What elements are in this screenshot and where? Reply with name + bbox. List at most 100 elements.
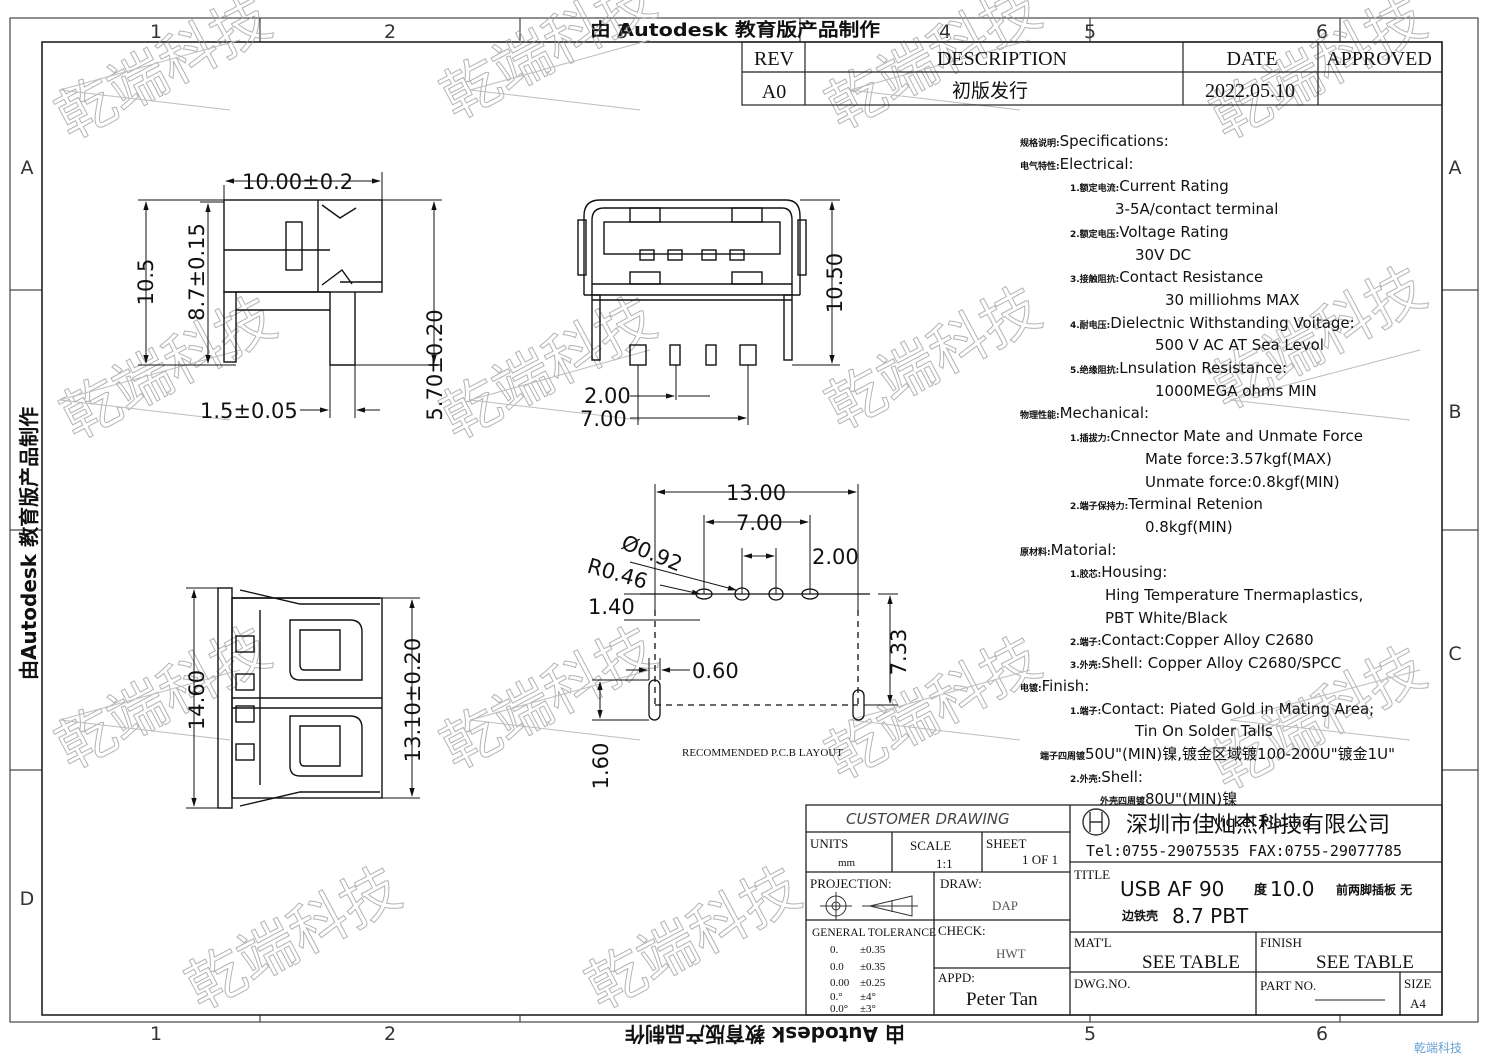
spec-line-en: Specifications: — [1059, 132, 1169, 150]
spec-line-en: 1000MEGA ohms MIN — [1155, 381, 1317, 400]
appd-label: APPD: — [938, 970, 975, 985]
spec-line: 1000MEGA ohms MIN — [1020, 382, 1460, 405]
spec-line-en: 500 V AC AT Sea Levol — [1155, 336, 1324, 355]
spec-line-cn: 原材料: — [1020, 547, 1051, 558]
watermark-7: 乾端科技 — [815, 273, 1052, 442]
spec-line-cn: 3.接触阻抗: — [1070, 275, 1120, 286]
spec-line-en: 0.8kgf(MIN) — [1145, 517, 1233, 536]
autodesk-watermark-bottom: 由 Autodesk 教育版产品制作 — [625, 1022, 905, 1046]
dim-side-pin-thickness: 1.5±0.05 — [200, 399, 298, 423]
spec-line-cn: 1.胶芯: — [1070, 570, 1102, 581]
spec-line-en: Lnsulation Resistance: — [1119, 359, 1288, 378]
tolerance-val-1: ±0.35 — [860, 944, 886, 956]
company-name: 深圳市佳灿杰科技有限公司 — [1126, 813, 1390, 838]
pcb-labels: 13.00 7.00 2.00 Ø0.92 R0.46 1.40 0.60 7.… — [585, 481, 911, 789]
front-view-dimensions — [630, 199, 840, 425]
check-label: CHECK: — [938, 923, 986, 938]
spec-line-en: Hing Temperature Tnermaplastics, — [1105, 586, 1364, 605]
spec-line-cn: 2.外壳: — [1070, 774, 1102, 785]
tolerance-val-5: ±3° — [860, 1003, 876, 1015]
dim-pcb-slot-length: 1.60 — [589, 743, 613, 790]
check-value: HWT — [996, 946, 1026, 961]
dim-pcb-slot-width: 0.60 — [692, 659, 739, 683]
spec-line: 端子四周镀50U"(MIN)镍,镀金区域镀100-200U"镀金1U" — [1020, 745, 1460, 768]
dwgno-label: DWG.NO. — [1074, 976, 1130, 991]
watermark-11: 乾端科技 — [815, 623, 1052, 792]
rev-header: REV — [754, 48, 795, 70]
size-label: SIZE — [1404, 976, 1432, 991]
watermark-2: 乾端科技 — [430, 0, 667, 132]
tolerance-key-3: 0.00 — [830, 977, 850, 989]
dim-side-width: 10.00±0.2 — [242, 170, 353, 194]
spec-line-cn: 5.绝缘阻抗: — [1070, 366, 1120, 377]
col-label-1: 1 — [150, 21, 162, 43]
col-label-6: 6 — [1316, 21, 1328, 43]
spec-line: Mate force:3.57kgf(MAX) — [1020, 450, 1460, 473]
tolerance-val-3: ±0.25 — [860, 977, 886, 989]
spec-line-en: 50U"(MIN)镍,镀金区域镀100-200U"镀金1U" — [1085, 744, 1396, 763]
row-label-a: A — [21, 157, 34, 179]
title-line1-b: 度 — [1254, 882, 1268, 898]
revision-table — [741, 41, 1443, 106]
spec-line-en: Contact Resistance — [1119, 268, 1264, 287]
date-header: DATE — [1226, 48, 1277, 70]
spec-line: Hing Temperature Tnermaplastics, — [1020, 586, 1460, 609]
units-value: mm — [838, 857, 856, 869]
bottom-view — [217, 587, 383, 809]
finish-label: FINISH — [1260, 935, 1302, 950]
tolerance-key-1: 0. — [830, 944, 839, 956]
spec-line-en: Housing: — [1101, 563, 1168, 582]
watermark-6: 乾端科技 — [430, 283, 667, 452]
spec-line-en: Finish: — [1041, 676, 1090, 695]
spec-line: 规格说明:Specifications: — [1020, 132, 1460, 155]
specifications-list: 规格说明:Specifications:电气特性:Electrical:1.额定… — [1020, 132, 1460, 836]
spec-line-cn: 外壳四周镀 — [1100, 797, 1146, 808]
spec-line-cn: 2.端子: — [1070, 638, 1102, 649]
spec-line-cn: 1.端子: — [1070, 706, 1102, 717]
spec-line-cn: 1.额定电流: — [1070, 184, 1120, 195]
spec-line: Nickel Plating — [1020, 813, 1460, 836]
title-block — [805, 804, 1443, 1016]
spec-line: PBT White/Black — [1020, 609, 1460, 632]
col-label-3: 3 — [616, 21, 628, 43]
rev-value: A0 — [762, 81, 786, 103]
spec-line-cn: 端子四周镀 — [1040, 751, 1086, 762]
finish-value: SEE TABLE — [1316, 952, 1414, 973]
spec-line: 原材料:Matorial: — [1020, 541, 1460, 564]
corner-watermark: 乾端科技 — [1414, 1041, 1462, 1055]
draw-value: DAP — [992, 898, 1018, 913]
spec-line-cn: 2.额定电压: — [1070, 229, 1120, 240]
spec-line-en: Tin On Solder Talls — [1135, 722, 1273, 741]
spec-line: 3.接触阻抗:Contact Resistance — [1020, 268, 1460, 291]
spec-line: Tin On Solder Talls — [1020, 722, 1460, 745]
spec-line: 500 V AC AT Sea Levol — [1020, 336, 1460, 359]
spec-line: 1.额定电流:Current Rating — [1020, 177, 1460, 200]
row-label-b-right: B — [1448, 401, 1461, 423]
projection-symbol — [820, 892, 918, 920]
scale-value: 1:1 — [936, 856, 953, 871]
spec-line-en: Matorial: — [1050, 540, 1117, 559]
watermark-5: 乾端科技 — [50, 283, 287, 452]
dim-front-pitch-a: 2.00 — [584, 384, 631, 408]
spec-line-cn: 规格说明: — [1020, 139, 1060, 149]
spec-line-en: Terminal Retenion — [1128, 495, 1263, 514]
row-label-c-right: C — [1448, 643, 1461, 665]
description-value: 初版发行 — [952, 80, 1028, 102]
dim-bottom-length-b: 13.10±0.20 — [401, 638, 425, 762]
sheet-label: SHEET — [986, 836, 1027, 851]
tolerance-label: GENERAL TOLERANCE — [812, 927, 936, 939]
spec-line: 2.端子:Contact:Copper Alloy C2680 — [1020, 631, 1460, 654]
matl-value: SEE TABLE — [1142, 952, 1240, 973]
spec-line-cn: 4.耐电压: — [1070, 320, 1111, 331]
spec-line-en: Shell: Copper Alloy C2680/SPCC — [1101, 654, 1342, 673]
frame-labels: 1 2 3 4 5 6 1 2 5 6 A D A B C — [20, 21, 1462, 1045]
front-view — [577, 199, 807, 366]
row-label-d: D — [20, 888, 35, 910]
revision-table-text: REV DESCRIPTION DATE APPROVED A0 初版发行 20… — [754, 48, 1432, 103]
tolerance-val-2: ±0.35 — [860, 961, 886, 973]
spec-line: 2.端子保持力:Terminal Retenion — [1020, 495, 1460, 518]
spec-line: 0.8kgf(MIN) — [1020, 518, 1460, 541]
dim-pcb-pitch-outer: 7.00 — [736, 511, 783, 535]
date-value: 2022.05.10 — [1205, 80, 1295, 102]
